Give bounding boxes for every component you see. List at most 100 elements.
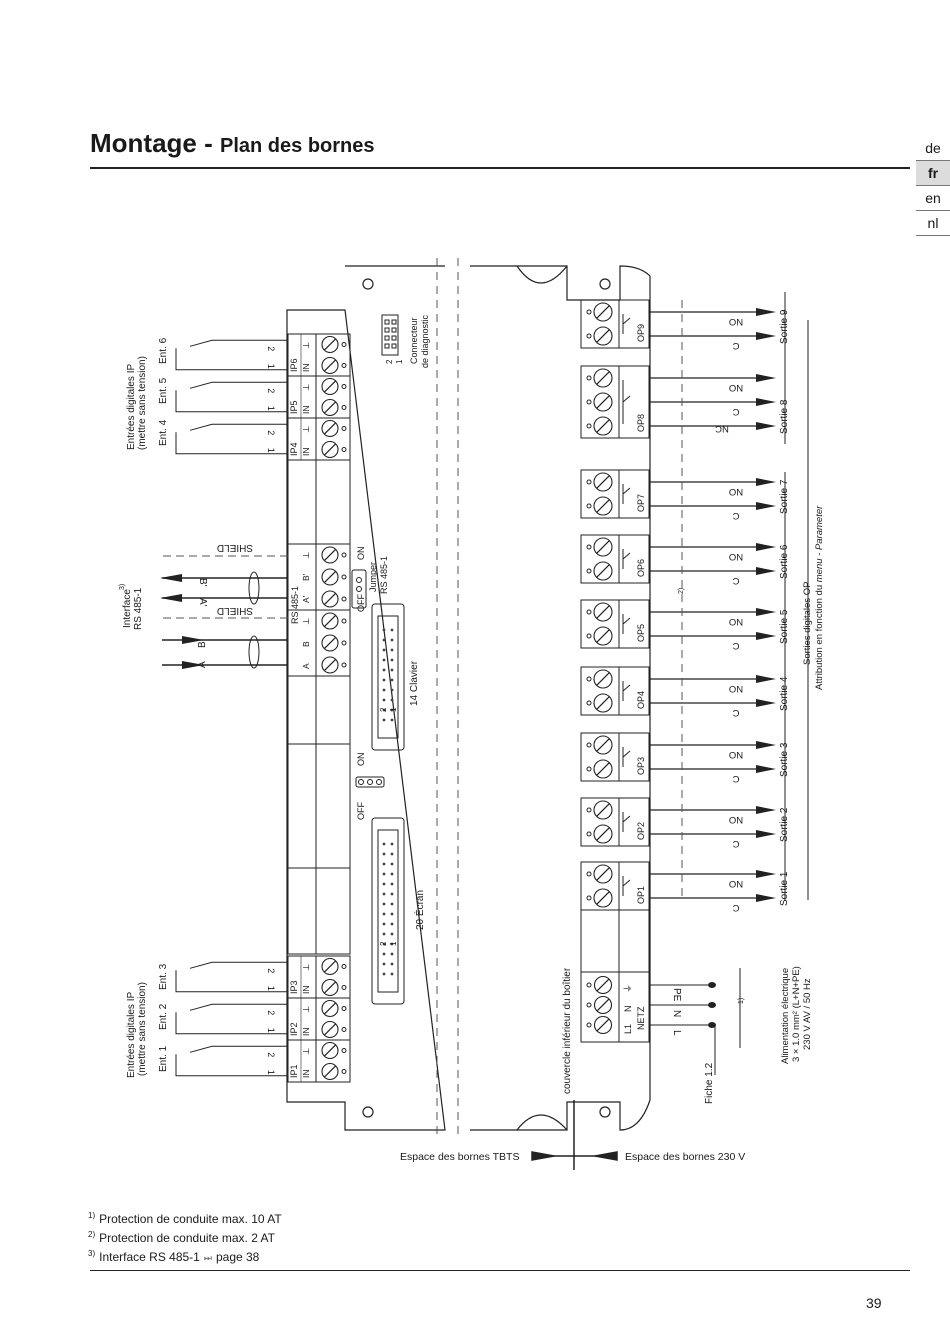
power-pin-pe: ⏚ — [623, 984, 633, 993]
ip-label: IP3 — [289, 980, 299, 994]
blank-slots — [287, 459, 351, 955]
rs485-interface: Interface — [122, 589, 133, 628]
relay-label-strip — [618, 732, 650, 782]
power-pin-n: N — [623, 1006, 633, 1013]
outputs-subtitle: Attribution en fonction du menu - Parame… — [814, 505, 825, 690]
header-rule — [90, 167, 910, 169]
footnote-1: 1)Protection de conduite max. 10 AT — [88, 1208, 282, 1227]
terminal-screw — [593, 975, 613, 995]
lang-tab-nl[interactable]: nl — [916, 211, 950, 236]
jumper-pin — [356, 586, 362, 592]
terminal-screw — [593, 995, 613, 1015]
lang-tab-en[interactable]: en — [916, 186, 950, 211]
display-pin — [382, 882, 386, 886]
keypad-pin — [382, 718, 386, 722]
terminal-screw — [321, 590, 339, 608]
contact-label: NO — [729, 616, 743, 627]
outputs-subtitle-prefix: Attribution en fonction du — [814, 582, 825, 690]
shield-loop — [248, 635, 260, 669]
relay-symbol — [622, 549, 631, 569]
power-wires — [650, 968, 741, 1075]
terminal-screw — [593, 496, 613, 516]
contact-label: NO — [729, 551, 743, 562]
wire-1: 1 — [266, 448, 276, 453]
display-jumper-on: ON — [356, 753, 366, 767]
shield-top: SHIELD — [217, 542, 253, 553]
rs485-jumper-bus: RS 485-1 — [379, 556, 389, 594]
keypad-pin — [390, 678, 394, 682]
footnote-3-num: 3) — [88, 1249, 96, 1258]
contact-label: C — [732, 406, 739, 417]
relay-label-strip — [618, 469, 650, 519]
ent-3: Ent. 3 — [158, 963, 169, 990]
relay-symbol — [622, 876, 631, 896]
display-pin — [390, 862, 394, 866]
pin-in: IN — [301, 364, 311, 373]
power-screws — [586, 975, 613, 1035]
contact-label: NC — [715, 423, 729, 434]
power-plug — [708, 982, 716, 1028]
terminal-screw — [321, 978, 339, 997]
outputs-subtitle-italic: menu - Parameter — [814, 505, 825, 582]
display-pin — [382, 902, 386, 906]
display-pin — [390, 952, 394, 956]
wire-2: 2 — [266, 968, 276, 973]
display-pin — [390, 962, 394, 966]
contact-return — [175, 432, 288, 455]
terminal-screw — [321, 957, 339, 976]
contact-label: C — [732, 640, 739, 651]
terminal-screw — [593, 561, 613, 581]
display-pin — [382, 972, 386, 976]
pin-in: IN — [301, 1070, 311, 1079]
rs485-bus: RS 485-1 — [133, 587, 144, 630]
contact-return — [175, 390, 288, 413]
jumper-pin — [376, 779, 382, 785]
display-pin — [390, 902, 394, 906]
diag-pin-1: 1 — [395, 359, 404, 364]
keypad-pin — [382, 648, 386, 652]
terminal-screw — [593, 626, 613, 646]
lang-tab-fr[interactable]: fr — [916, 161, 950, 186]
terminal-screw — [593, 392, 613, 412]
ip-label: IP6 — [289, 358, 299, 372]
contact-switch — [189, 381, 288, 389]
display-pin — [390, 932, 394, 936]
relay-label: OP5 — [636, 624, 646, 642]
footnote-2: 2)Protection de conduite max. 2 AT — [88, 1227, 282, 1246]
rs485-jumper-off: OFF — [356, 594, 366, 612]
wire-1: 1 — [266, 986, 276, 991]
relay-label-strip — [618, 365, 650, 439]
diag-connector-1: Connecteur — [409, 317, 419, 364]
terminal-screw — [321, 419, 339, 438]
power-terminal — [580, 909, 650, 1043]
contact-return — [175, 1054, 288, 1077]
footnote-3-suffix[interactable]: page 38 — [215, 1250, 260, 1264]
contact-label: C — [732, 838, 739, 849]
relay-symbol — [622, 484, 631, 504]
power-line2: 3 × 1.0 mm² (L+N+PE) — [791, 966, 802, 1062]
footnote-2-num: 2) — [88, 1230, 96, 1239]
ent-2: Ent. 2 — [158, 1003, 169, 1030]
footnote-1-text: Protection de conduite max. 10 AT — [99, 1212, 282, 1226]
wire-b2: B' — [197, 578, 208, 587]
wire-a2: A' — [197, 598, 208, 607]
rs485-jumper-on: ON — [356, 547, 366, 561]
lang-tab-de[interactable]: de — [916, 136, 950, 161]
display-pin — [382, 892, 386, 896]
terminal-screw — [321, 398, 339, 417]
contact-return — [175, 348, 288, 371]
contact-switch — [189, 339, 288, 347]
display-pin — [390, 892, 394, 896]
contact-switch — [189, 1045, 288, 1053]
keypad-pin — [390, 688, 394, 692]
power-pin-l1: L1 — [623, 1024, 633, 1034]
ip-label-strip — [287, 955, 317, 1083]
relay-label-strip — [618, 299, 650, 349]
contact-label: NO — [729, 486, 743, 497]
terminal-screw — [321, 1062, 339, 1081]
cover-label: couvercle inférieur du boîtier — [562, 967, 573, 1094]
contact-label: C — [732, 340, 739, 351]
contact-label: NO — [729, 316, 743, 327]
pin-gnd: ⊥ — [301, 383, 311, 391]
